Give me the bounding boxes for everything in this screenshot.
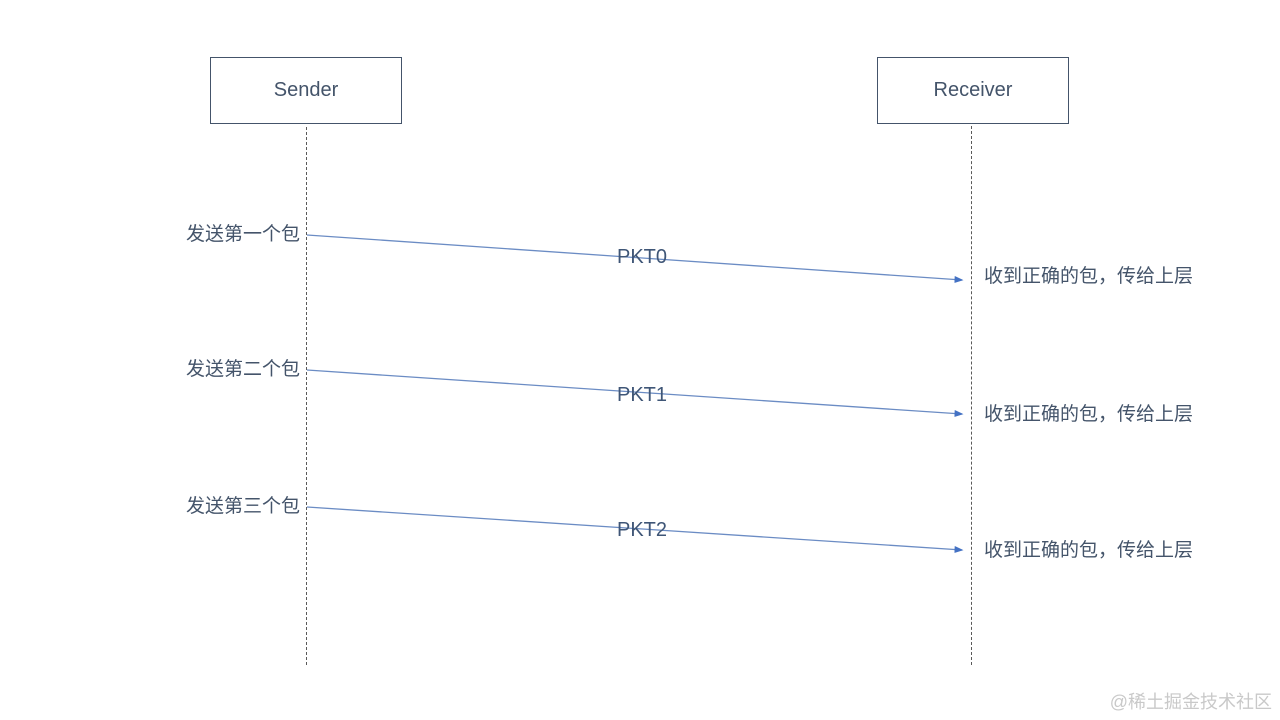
- receiver-label: Receiver: [933, 79, 1013, 101]
- sender-label: Sender: [273, 79, 339, 101]
- watermark: @稀土掘金技术社区: [1109, 692, 1272, 712]
- receive-label-2: 收到正确的包，传给上层: [984, 540, 1194, 561]
- sender-lifeline: [306, 127, 307, 665]
- receive-label-0: 收到正确的包，传给上层: [984, 266, 1194, 287]
- receiver-box: Receiver: [877, 57, 1069, 124]
- sender-box: Sender: [210, 57, 402, 124]
- packet-label-2: PKT2: [616, 519, 668, 541]
- receiver-lifeline: [971, 126, 972, 665]
- packet-label-1: PKT1: [616, 384, 668, 406]
- send-label-0: 发送第一个包: [185, 224, 300, 245]
- send-label-1: 发送第二个包: [185, 359, 300, 380]
- receive-label-1: 收到正确的包，传给上层: [984, 404, 1194, 425]
- send-label-2: 发送第三个包: [185, 496, 300, 517]
- packet-label-0: PKT0: [616, 246, 668, 268]
